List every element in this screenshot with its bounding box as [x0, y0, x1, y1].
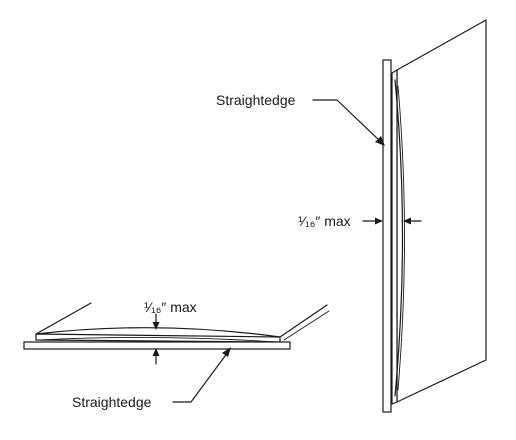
horizontal-max-label: ¹⁄₁₆″ max: [144, 299, 197, 315]
horizontal-door-panel: [35, 302, 330, 343]
horizontal-straightedge: [23, 341, 291, 350]
bottom-straightedge-leader: [172, 347, 231, 403]
straightedge-label-bottom: Straightedge: [72, 394, 152, 410]
vertical-max-label: ¹⁄₁₆″ max: [298, 213, 351, 229]
top-straightedge-leader: [312, 99, 385, 146]
vertical-door-panel: [391, 19, 487, 405]
horizontal-gap-arrows: [152, 313, 160, 365]
vertical-straightedge: [382, 59, 392, 413]
vertical-gap-arrows: [362, 217, 422, 225]
straightedge-label-top: Straightedge: [216, 92, 296, 108]
